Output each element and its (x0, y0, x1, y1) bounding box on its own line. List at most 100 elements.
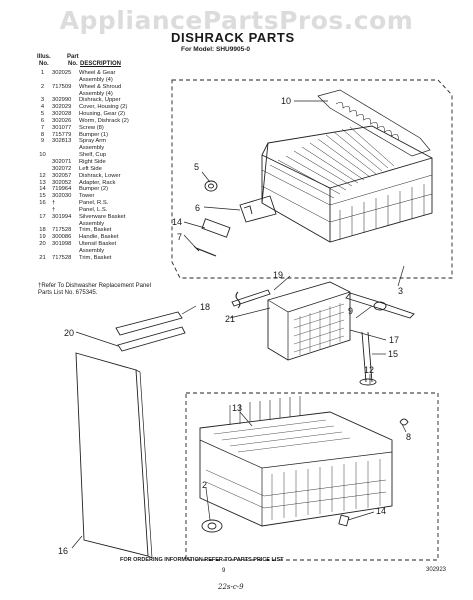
part-description: Housing, Gear (2) (79, 111, 126, 118)
bumper-part (399, 418, 409, 426)
part-number: 302057 (52, 172, 72, 179)
document-number: 302923 (426, 567, 447, 573)
part-description: Dishrack, Upper (79, 97, 121, 104)
part-number: 302052 (52, 179, 72, 186)
page-title: DISHRACK PARTS (171, 30, 295, 45)
callout-9: 9 (348, 306, 353, 316)
part-number: 717528 (52, 227, 72, 234)
illus-number: 9 (40, 138, 45, 145)
illus-number: 13 (39, 179, 46, 186)
callout-14-lower: 14 (376, 506, 386, 516)
callout-6: 6 (195, 203, 200, 213)
illus-number: 6 (40, 117, 45, 124)
part-description: Dishrack, Lower (79, 172, 121, 179)
header-illus: Illus. No. (37, 54, 51, 67)
part-number: 302025 (52, 70, 72, 76)
part-description: Panel, L.S. (79, 206, 108, 213)
part-description: Spray Arm (79, 138, 107, 145)
part-description: Trim, Basket (79, 254, 112, 261)
parts-row: 302072 Left Side (33, 166, 168, 173)
parts-row: 8 715779 Bumper (1) (33, 132, 168, 139)
illus-number: 2 (40, 83, 45, 90)
illus-number: 12 (39, 172, 46, 179)
parts-row: Assembly (33, 221, 168, 228)
parts-row: 15 302030 Tower (33, 193, 168, 200)
callout-10: 10 (281, 96, 291, 106)
parts-row: 16†Panel, R.S. (33, 200, 168, 207)
callout-7: 7 (177, 232, 182, 242)
header-part: Part No. (67, 54, 79, 67)
callout-5: 5 (194, 162, 199, 172)
parts-row: Assembly (33, 248, 168, 255)
model-subtitle: For Model: SHU9905-0 (181, 46, 250, 53)
callout-3: 3 (398, 286, 403, 296)
illus-number: 18 (39, 227, 46, 234)
parts-row: Assembly (4) (33, 77, 168, 84)
part-description: Bumper (1) (79, 131, 108, 138)
parts-row: 13 302052 Adapter, Rack (33, 180, 168, 187)
parts-row: 12 302057 Dishrack, Lower (33, 173, 168, 180)
gear-housing-assembly (193, 180, 277, 257)
parts-row: 18 717528 Trim, Basket (33, 227, 168, 234)
part-number: 302072 (52, 165, 72, 172)
part-number: 302029 (52, 104, 72, 111)
callout-20: 20 (64, 328, 74, 338)
part-description: Assembly (79, 145, 105, 152)
illus-number: 20 (39, 241, 46, 248)
upper-rack-frame (171, 79, 453, 279)
part-description: Assembly (79, 220, 105, 227)
parts-row: 9 302813 Spray Arm (33, 138, 168, 145)
part-number: 719964 (52, 186, 72, 193)
part-description: Left Side (79, 165, 102, 172)
callout-12: 12 (364, 365, 374, 375)
part-description: Assembly (4) (79, 90, 113, 97)
part-description: Panel, R.S. (79, 200, 109, 207)
watermark: AppliancePartsPros.com (59, 6, 414, 35)
callout-2: 2 (202, 480, 207, 490)
part-number: 302028 (52, 111, 72, 118)
callout-17: 17 (389, 335, 399, 345)
upper-dishrack (261, 125, 433, 243)
part-number: 715779 (52, 131, 72, 138)
callout-13: 13 (232, 403, 242, 413)
part-number: 301998 (52, 241, 72, 248)
bumper-lower (338, 514, 350, 527)
parts-row: Assembly (33, 145, 168, 152)
part-number: 302813 (52, 138, 72, 145)
part-number: 302030 (52, 193, 72, 200)
basket-trim (115, 311, 186, 352)
part-description: Tower (79, 193, 95, 200)
handle-and-trim (231, 289, 271, 309)
illus-number: 17 (39, 213, 46, 220)
illus-number: 15 (39, 193, 46, 200)
part-description: Silverware Basket (79, 213, 126, 220)
callout-18: 18 (200, 302, 210, 312)
part-description: Assembly (4) (79, 76, 113, 83)
illus-number: 3 (40, 97, 45, 104)
lower-rack-frame (185, 392, 439, 561)
parts-row: 5 302028 Housing, Gear (2) (33, 111, 168, 118)
part-description: Screw (8) (79, 124, 104, 131)
part-description: Trim, Basket (79, 227, 112, 234)
reference-note: †Refer To Dishwasher Replacement Panel P… (38, 283, 151, 296)
part-number: 717509 (52, 83, 72, 90)
cup-shelf (317, 89, 431, 157)
illus-number: 8 (40, 131, 45, 138)
part-number: 302071 (52, 158, 72, 165)
part-description: Adapter, Rack (79, 179, 116, 186)
illus-number: 5 (40, 111, 45, 118)
parts-row: †Panel, L.S. (33, 207, 168, 214)
callout-15: 15 (388, 349, 398, 359)
